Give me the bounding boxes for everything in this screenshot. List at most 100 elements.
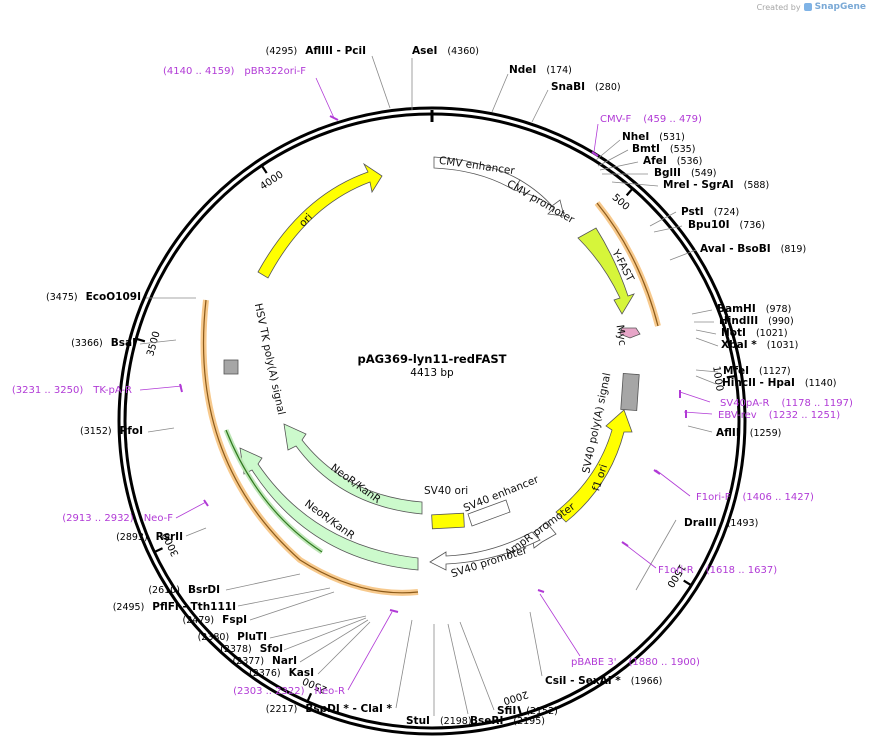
neor-kanr-inner-feature[interactable] bbox=[283, 423, 423, 515]
enzyme-position: (736) bbox=[740, 220, 766, 231]
enzyme-name[interactable]: CsiI - SexAI * bbox=[545, 675, 621, 687]
enzyme-position: (1031) bbox=[767, 340, 799, 351]
hsv-tk-polya-label: HSV TK poly(A) signal bbox=[252, 302, 287, 416]
enzyme-name[interactable]: FspI bbox=[222, 614, 247, 626]
enzyme-position: (1127) bbox=[759, 366, 791, 377]
backbone bbox=[117, 106, 747, 736]
enzyme-position: (2195) bbox=[513, 716, 545, 727]
primer-name[interactable]: SV40pA-R bbox=[720, 398, 769, 409]
enzyme-name[interactable]: AflIII - PciI bbox=[305, 45, 366, 57]
enzyme-name[interactable]: BsrDI bbox=[188, 584, 220, 596]
enzyme-name[interactable]: BamHI bbox=[717, 303, 756, 315]
enzyme-name[interactable]: EcoO109I bbox=[86, 291, 141, 303]
enzyme-name[interactable]: NotI bbox=[721, 327, 746, 339]
plasmid-length: 4413 bp bbox=[410, 367, 454, 379]
enzyme-name[interactable]: BseRI bbox=[470, 715, 503, 727]
enzyme-name[interactable]: Bpu10I bbox=[688, 219, 730, 231]
enzyme-position: (990) bbox=[768, 316, 794, 327]
enzyme-name[interactable]: NdeI bbox=[509, 64, 536, 76]
enzyme-name[interactable]: XbaI * bbox=[721, 339, 757, 351]
primer-range: (4140 .. 4159) bbox=[163, 66, 235, 77]
enzyme-position: (2378) bbox=[220, 644, 252, 655]
enzyme-position: (1493) bbox=[727, 518, 759, 529]
primer-range: (3231 .. 3250) bbox=[12, 385, 84, 396]
enzyme-position: (174) bbox=[546, 65, 572, 76]
enzyme-name[interactable]: BglII bbox=[654, 167, 681, 179]
enzyme-name[interactable]: BsaI bbox=[111, 337, 136, 349]
hsv-tk-polya-feature[interactable] bbox=[223, 359, 239, 375]
enzyme-name[interactable]: SfoI bbox=[260, 643, 283, 655]
enzyme-position: (2377) bbox=[232, 656, 264, 667]
primer-name[interactable]: pBR322ori-F bbox=[244, 66, 306, 77]
neor-orf-inner bbox=[225, 429, 323, 553]
sv40-ori-feature[interactable] bbox=[431, 512, 465, 530]
sv40-polya-feature[interactable] bbox=[620, 373, 640, 411]
enzyme-name[interactable]: SfiI bbox=[497, 705, 516, 717]
primer-name[interactable]: Neo-R bbox=[315, 686, 346, 697]
enzyme-position: (978) bbox=[766, 304, 792, 315]
enzyme-position: (3152) bbox=[80, 426, 112, 437]
tick-mark bbox=[154, 547, 163, 553]
enzyme-name[interactable]: HincII - HpaI bbox=[722, 377, 795, 389]
neor-kanr-outer-feature[interactable] bbox=[239, 447, 419, 571]
enzyme-labels-left: AflIII - PciI (4295) EcoO109I (3475) BsaI (33… bbox=[46, 45, 392, 715]
enzyme-name[interactable]: PfoI bbox=[120, 425, 143, 437]
enzyme-position: (4295) bbox=[266, 46, 298, 57]
primer-name[interactable]: TK-pA-R bbox=[92, 385, 132, 396]
map-center: pAG369-lyn11-redFAST 4413 bp bbox=[357, 352, 506, 379]
tick-mark bbox=[306, 692, 313, 702]
myc-feature[interactable] bbox=[619, 327, 641, 339]
enzyme-name[interactable]: StuI bbox=[406, 715, 430, 727]
sv40-enhancer-feature[interactable] bbox=[467, 499, 511, 527]
enzyme-position: (4360) bbox=[447, 46, 479, 57]
enzyme-position: (2893) bbox=[116, 532, 148, 543]
cmv-promoter-feature[interactable] bbox=[513, 179, 565, 217]
left-orf-line bbox=[203, 299, 419, 594]
tick-label: 4000 bbox=[258, 169, 285, 192]
enzyme-name[interactable]: AvaI - BsoBI bbox=[700, 243, 771, 255]
enzyme-name[interactable]: BmtI bbox=[632, 143, 660, 155]
enzyme-position: (536) bbox=[677, 156, 703, 167]
tick-label: 3500 bbox=[145, 330, 162, 357]
primer-name[interactable]: F1ori-R bbox=[658, 565, 694, 576]
tick-label: 2000 bbox=[502, 688, 530, 706]
enzyme-name[interactable]: PluTI bbox=[237, 631, 267, 643]
primer-name[interactable]: EBV-rev bbox=[718, 410, 757, 421]
primer-name[interactable]: Neo-F bbox=[144, 513, 174, 524]
tick-mark bbox=[726, 375, 735, 379]
enzyme-name[interactable]: AflII bbox=[716, 427, 740, 439]
enzyme-name[interactable]: PflFI - Tth111I bbox=[152, 601, 236, 613]
enzyme-name[interactable]: AseI bbox=[412, 45, 437, 57]
enzyme-name[interactable]: DraIII bbox=[684, 517, 717, 529]
enzyme-labels-right: NdeI(174)SnaBI(280)NheI(531)BmtI(535)Afe… bbox=[406, 45, 836, 727]
enzyme-name[interactable]: HindIII bbox=[719, 315, 758, 327]
y-fast-orf-line bbox=[596, 202, 659, 327]
y-fast-feature[interactable] bbox=[577, 227, 635, 315]
enzyme-position: (3475) bbox=[46, 292, 78, 303]
ampr-promoter-feature[interactable] bbox=[531, 521, 557, 549]
sv40-promoter-feature[interactable] bbox=[429, 531, 541, 571]
enzyme-position: (3366) bbox=[71, 338, 103, 349]
enzyme-name[interactable]: RsrII bbox=[156, 531, 183, 543]
tick-mark bbox=[136, 338, 146, 343]
enzyme-name[interactable]: KasI bbox=[289, 667, 314, 679]
enzyme-name[interactable]: MfeI bbox=[723, 365, 749, 377]
enzyme-name[interactable]: PstI bbox=[681, 206, 704, 218]
enzyme-position: (280) bbox=[595, 82, 621, 93]
enzyme-name[interactable]: NheI bbox=[622, 131, 649, 143]
enzyme-name[interactable]: NarI bbox=[272, 655, 297, 667]
primer-leaders bbox=[139, 77, 713, 691]
ori-feature[interactable] bbox=[257, 162, 383, 279]
enzyme-name[interactable]: MreI - SgrAI bbox=[663, 179, 734, 191]
primer-name[interactable]: CMV-F bbox=[600, 114, 631, 125]
primer-range: (459 .. 479) bbox=[643, 114, 702, 125]
enzyme-name[interactable]: AfeI bbox=[643, 155, 667, 167]
enzyme-name[interactable]: SnaBI bbox=[551, 81, 585, 93]
primer-name[interactable]: pBABE 3' bbox=[571, 657, 617, 668]
f1-ori-feature[interactable] bbox=[555, 409, 633, 523]
primer-name[interactable]: F1ori-F bbox=[696, 492, 731, 503]
tick-mark bbox=[683, 579, 692, 586]
enzyme-position: (2376) bbox=[249, 668, 281, 679]
enzyme-name[interactable]: BspDI * - ClaI * bbox=[305, 703, 392, 715]
